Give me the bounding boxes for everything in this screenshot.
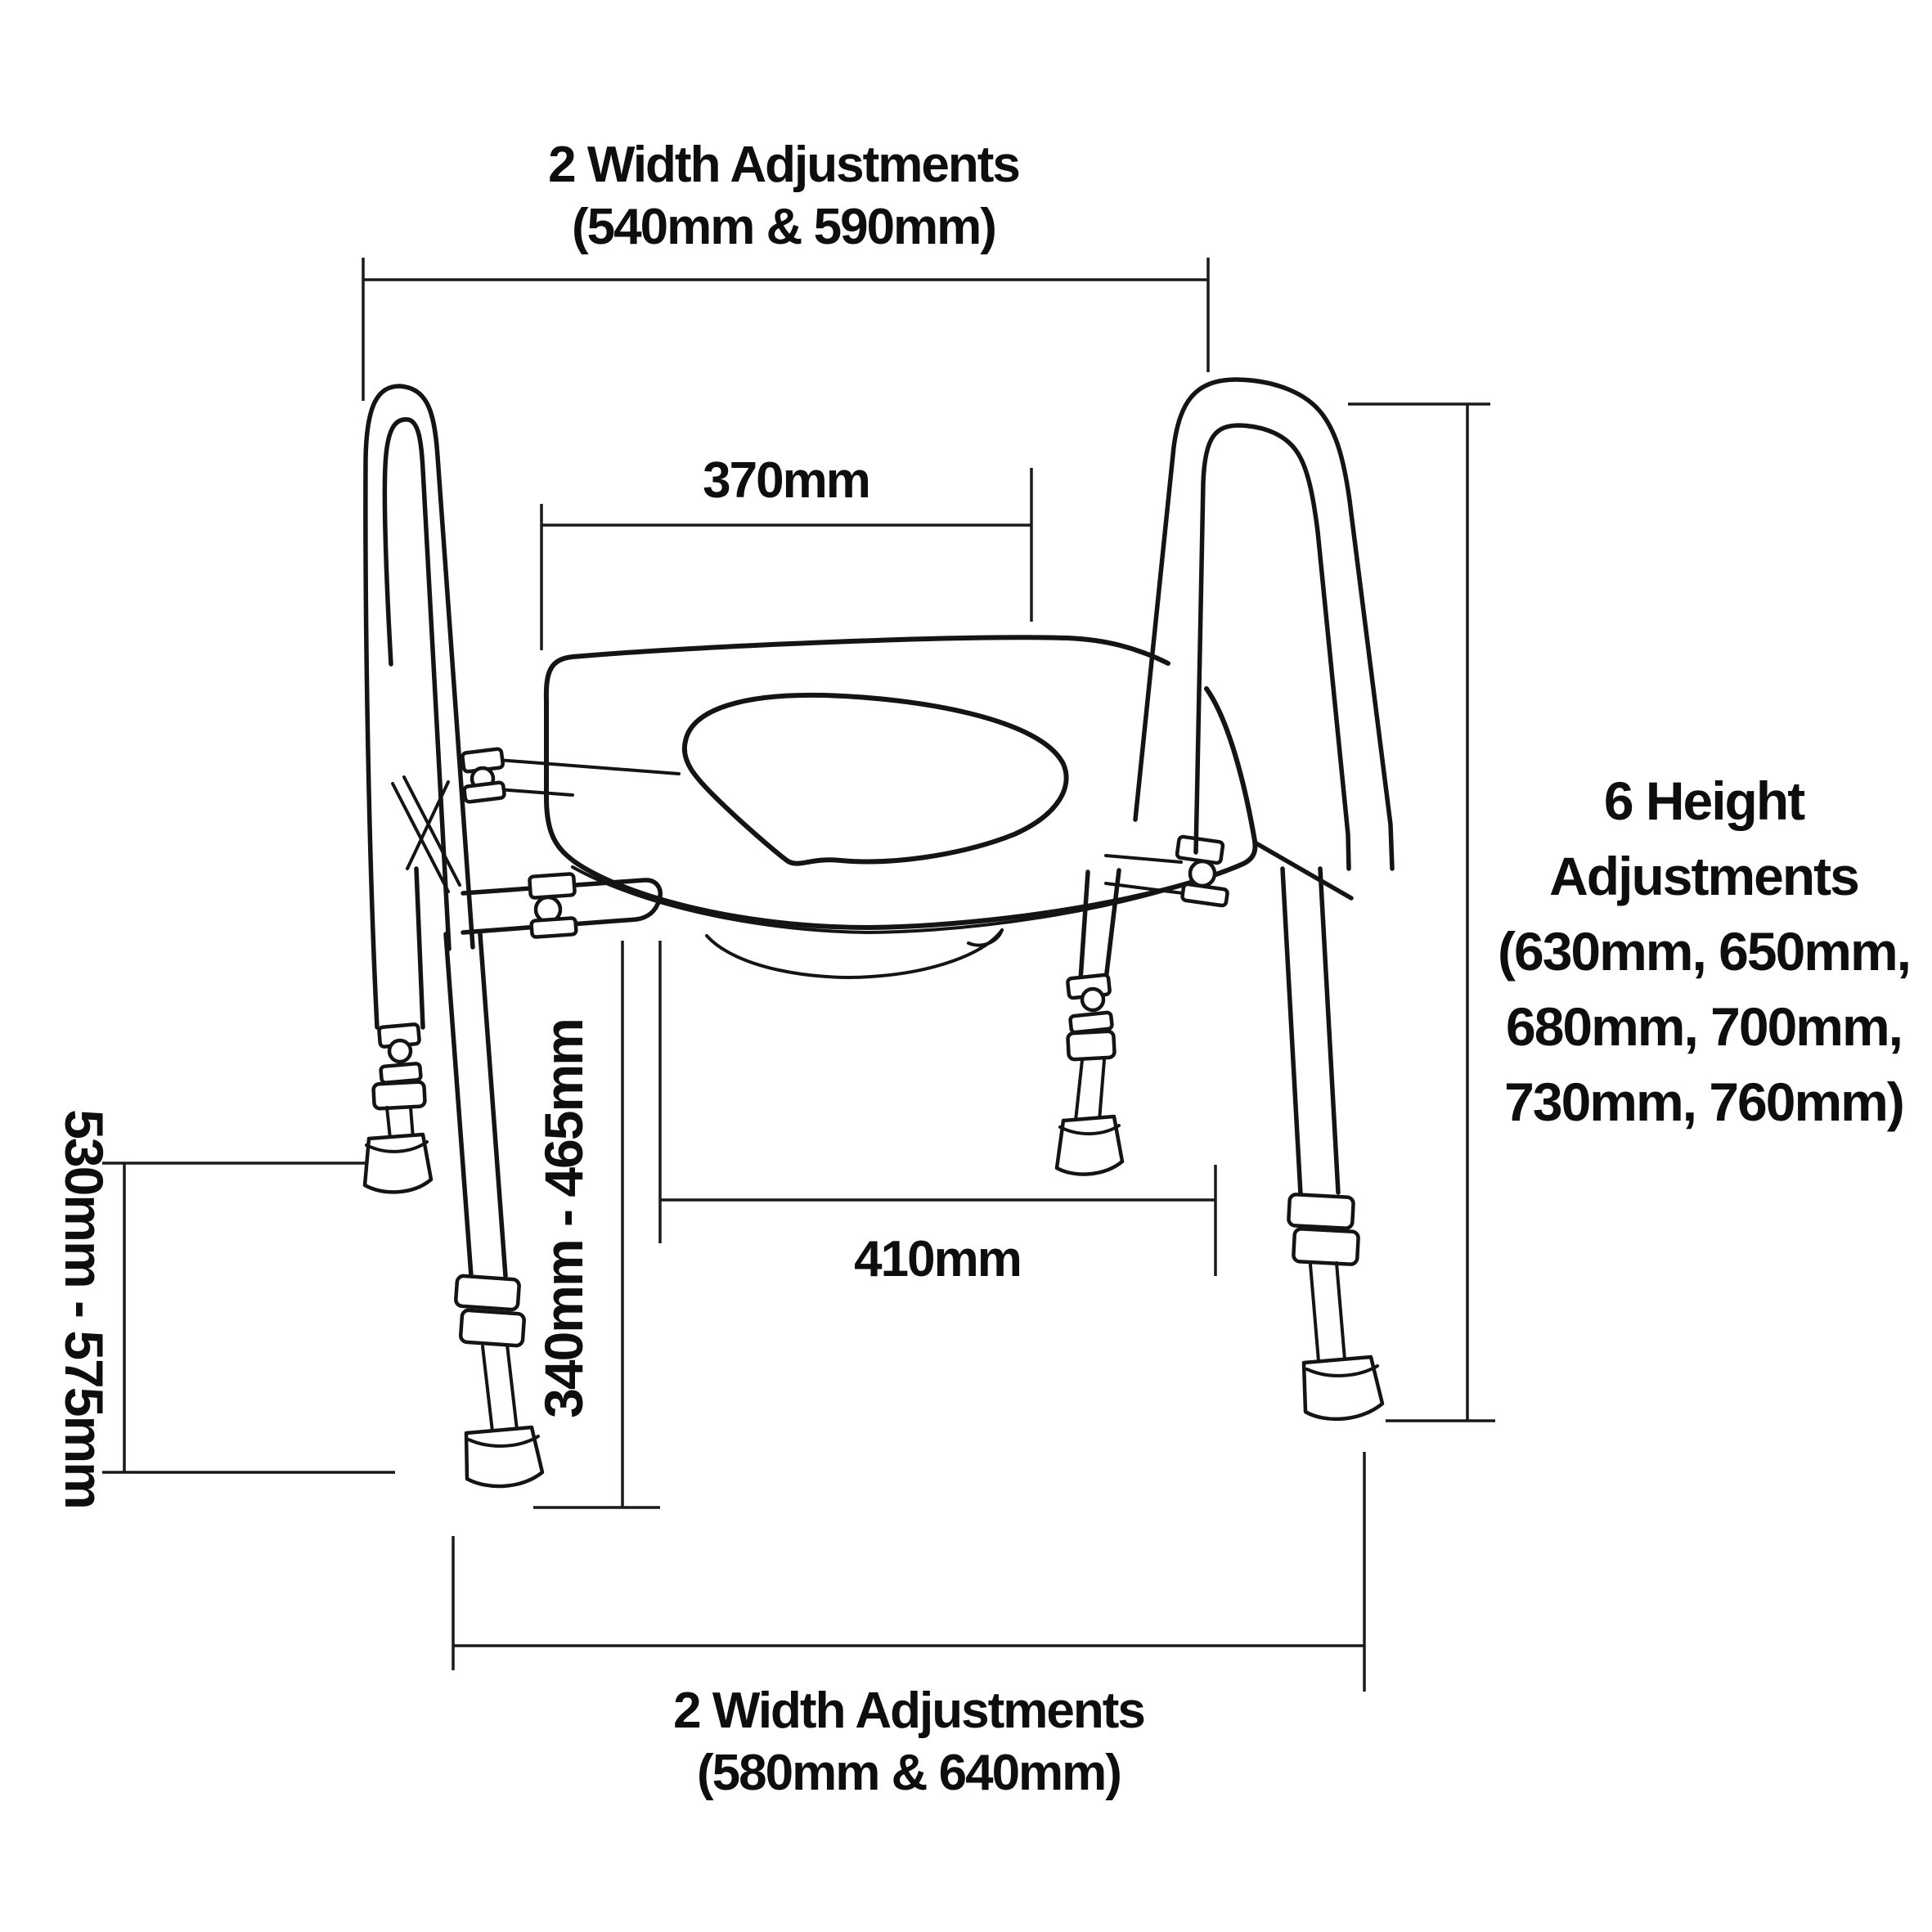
height-label-line5: 730mm, 760mm) <box>1504 1072 1903 1132</box>
leg-collar <box>1066 1029 1117 1062</box>
left-cross-brace <box>391 775 461 893</box>
height-adjustment-clip <box>462 780 506 804</box>
leg-collar <box>1292 1227 1360 1266</box>
height-dimension: 6 Height Adjustments (630mm, 650mm, 680m… <box>1348 402 1912 1422</box>
leg-collar <box>454 1274 521 1312</box>
right-armrest <box>1133 377 1395 871</box>
right-seat-rail <box>1104 834 1354 908</box>
height-label-line2: Adjustments <box>1549 846 1858 906</box>
inner-width-label: 410mm <box>854 1231 1021 1287</box>
height-label-line3: (630mm, 650mm, <box>1498 921 1910 982</box>
seat-outline-right <box>1204 686 1258 866</box>
seat-outline-bottom-left <box>544 699 1246 930</box>
top-width-dimension: 2 Width Adjustments (540mm & 590mm) <box>362 137 1210 401</box>
bottom-width-dimension: 2 Width Adjustments (580mm & 640mm) <box>452 1452 1366 1801</box>
front-left-leg <box>443 932 545 1489</box>
rear-right-leg <box>1054 868 1125 1176</box>
height-adjustment-clip <box>528 872 577 900</box>
bottom-width-label-line1: 2 Width Adjustments <box>673 1683 1144 1739</box>
rubber-foot <box>1301 1355 1385 1422</box>
leg-collar <box>458 1308 526 1348</box>
height-label-line4: 680mm, 700mm, <box>1506 996 1902 1057</box>
seat-height-label: 340mm - 465mm <box>533 1019 594 1418</box>
adjustment-pin <box>1080 986 1106 1013</box>
side-height-dimension: 530mm - 575mm <box>54 1109 395 1508</box>
seat-front-edge <box>571 865 1233 934</box>
top-width-label-line1: 2 Width Adjustments <box>548 137 1019 193</box>
left-leg-rail <box>461 872 663 939</box>
frame-drawing <box>362 377 1395 1489</box>
seat-width-dimension: 370mm <box>540 452 1033 650</box>
rubber-foot <box>1054 1114 1125 1176</box>
leg-collar <box>371 1080 427 1111</box>
seat-outline-top <box>543 635 1170 704</box>
seat-opening <box>681 692 1069 866</box>
height-label-line1: 6 Height <box>1604 771 1805 831</box>
adjustment-pin <box>387 1038 413 1064</box>
rubber-foot <box>464 1425 545 1489</box>
commode-pan <box>705 928 1004 979</box>
height-adjustment-clip <box>1175 834 1225 865</box>
rubber-foot <box>362 1132 434 1194</box>
bottom-width-label-line2: (580mm & 640mm) <box>697 1745 1121 1801</box>
left-seat-rail <box>461 747 681 804</box>
leg-collar <box>1287 1193 1355 1230</box>
inner-width-dimension: 410mm <box>658 941 1217 1287</box>
height-adjustment-clip <box>379 1062 423 1085</box>
front-right-leg <box>1280 866 1385 1422</box>
rear-left-leg <box>362 866 434 1194</box>
height-adjustment-clip <box>1180 882 1229 908</box>
seat <box>546 637 1256 928</box>
side-height-label: 530mm - 575mm <box>54 1109 115 1508</box>
height-adjustment-clip <box>529 916 578 939</box>
left-armrest <box>363 384 475 1030</box>
adjustment-pin <box>1188 859 1217 888</box>
top-width-label-line2: (540mm & 590mm) <box>572 199 995 255</box>
seat-height-dimension: 340mm - 465mm <box>533 941 660 1509</box>
seat-width-label: 370mm <box>703 452 869 509</box>
